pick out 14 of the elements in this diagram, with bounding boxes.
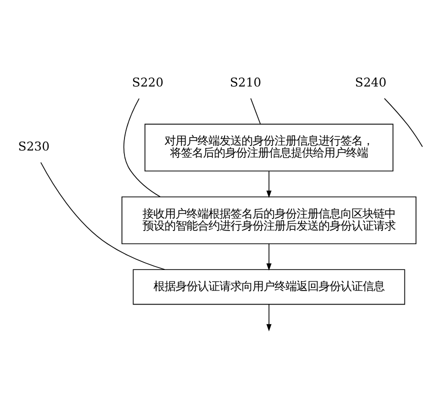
node-box: 接收用户终端根据签名后的身份注册信息向区块链中预设的智能合约进行身份注册后发送的身份认证请求 xyxy=(122,196,416,244)
node-box: 对用户终端发送的身份注册信息进行签名，将签名后的身份注册信息提供给用户终端 xyxy=(144,124,394,172)
connector xyxy=(123,98,161,198)
arrow xyxy=(266,243,272,271)
node-text: S220 xyxy=(132,76,164,90)
connector xyxy=(250,98,261,124)
node-text: S240 xyxy=(355,76,386,90)
arrow xyxy=(266,304,272,332)
arrow xyxy=(266,170,272,198)
connector xyxy=(384,98,423,148)
node-text: S210 xyxy=(230,76,262,90)
node-text: S230 xyxy=(18,139,50,154)
connector xyxy=(40,162,166,270)
node-box: 根据身份认证请求向用户终端返回身份认证信息 xyxy=(132,269,406,305)
